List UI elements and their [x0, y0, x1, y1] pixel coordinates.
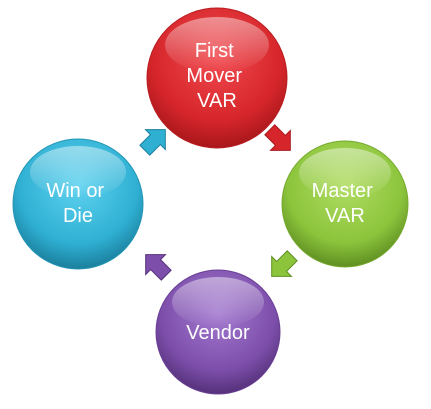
node-first-mover-var-line-3: VAR: [197, 90, 237, 112]
node-master-var-line-1: Master: [312, 180, 373, 202]
node-first-mover-var-label: First Mover VAR: [186, 40, 247, 112]
arrow-master-to-vendor: [271, 250, 298, 277]
node-master-var-line-2: VAR: [325, 205, 365, 227]
node-win-or-die-line-2: Die: [63, 205, 93, 227]
node-master-var: Master VAR: [281, 140, 409, 268]
node-vendor-line-1: Vendor: [186, 322, 250, 344]
arrow-first-mover-to-master: [264, 124, 291, 151]
node-first-mover-var-line-2: Mover: [186, 65, 242, 87]
node-vendor-label: Vendor: [186, 322, 250, 344]
node-win-or-die-line-1: Win or: [46, 180, 104, 202]
node-win-or-die: Win or Die: [12, 138, 144, 270]
node-first-mover-var: First Mover VAR: [146, 7, 288, 149]
node-master-var-label: Master VAR: [312, 180, 379, 227]
node-vendor: Vendor: [155, 269, 281, 395]
arrow-vendor-to-win-or-die: [145, 254, 172, 281]
node-win-or-die-label: Win or Die: [46, 180, 109, 227]
node-first-mover-var-line-1: First: [195, 40, 234, 62]
arrow-win-or-die-to-first-mover: [139, 129, 166, 156]
